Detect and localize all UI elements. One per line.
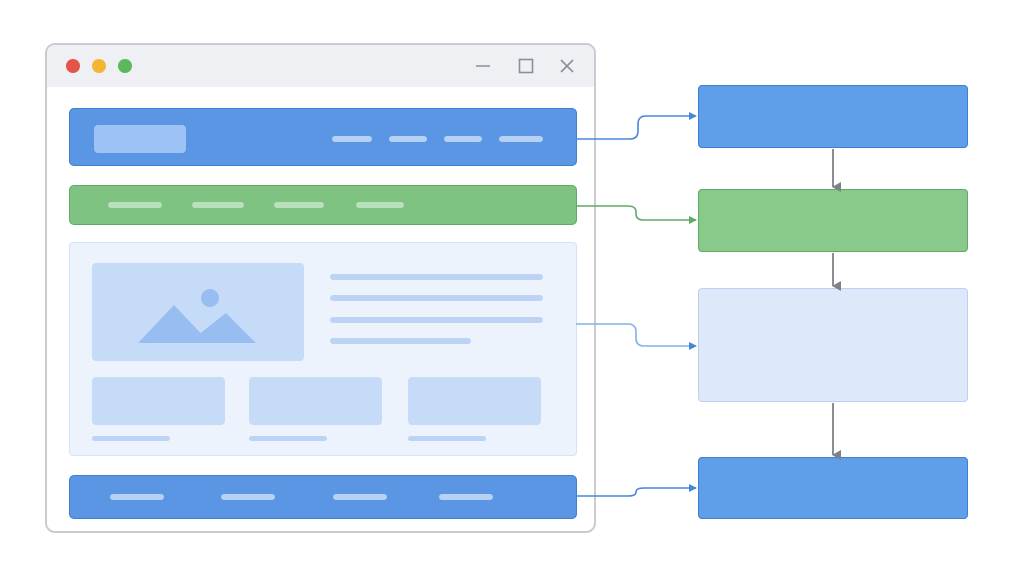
close-dot[interactable] — [66, 59, 80, 73]
card-caption — [92, 436, 170, 441]
window-titlebar — [47, 45, 594, 87]
wireframe-footer — [69, 475, 577, 519]
header-nav-item — [499, 136, 543, 142]
text-line — [330, 295, 543, 301]
footer-item — [333, 494, 387, 500]
maximize-dot[interactable] — [118, 59, 132, 73]
footer-item — [221, 494, 275, 500]
flow-box-footer — [698, 457, 968, 519]
header-nav-item — [444, 136, 482, 142]
card-placeholder — [249, 377, 382, 425]
card-caption — [249, 436, 327, 441]
flow-box-content — [698, 288, 968, 402]
nav-item — [356, 202, 404, 208]
card-caption — [408, 436, 486, 441]
header-nav-item — [389, 136, 427, 142]
text-line — [330, 274, 543, 280]
text-line — [330, 338, 471, 344]
image-placeholder — [92, 263, 304, 361]
wireframe-content — [69, 242, 577, 456]
minimize-icon[interactable] — [474, 57, 492, 75]
close-icon[interactable] — [558, 57, 576, 75]
card-placeholder — [408, 377, 541, 425]
footer-item — [110, 494, 164, 500]
footer-item — [439, 494, 493, 500]
image-icon — [138, 289, 256, 343]
flow-box-nav — [698, 189, 968, 252]
nav-item — [192, 202, 244, 208]
maximize-icon[interactable] — [517, 57, 535, 75]
browser-window — [45, 43, 596, 533]
logo-placeholder — [94, 125, 186, 153]
flow-box-header — [698, 85, 968, 148]
minimize-dot[interactable] — [92, 59, 106, 73]
nav-item — [108, 202, 162, 208]
header-nav-item — [332, 136, 372, 142]
wireframe-header — [69, 108, 577, 166]
nav-item — [274, 202, 324, 208]
text-line — [330, 317, 543, 323]
card-placeholder — [92, 377, 225, 425]
wireframe-nav — [69, 185, 577, 225]
